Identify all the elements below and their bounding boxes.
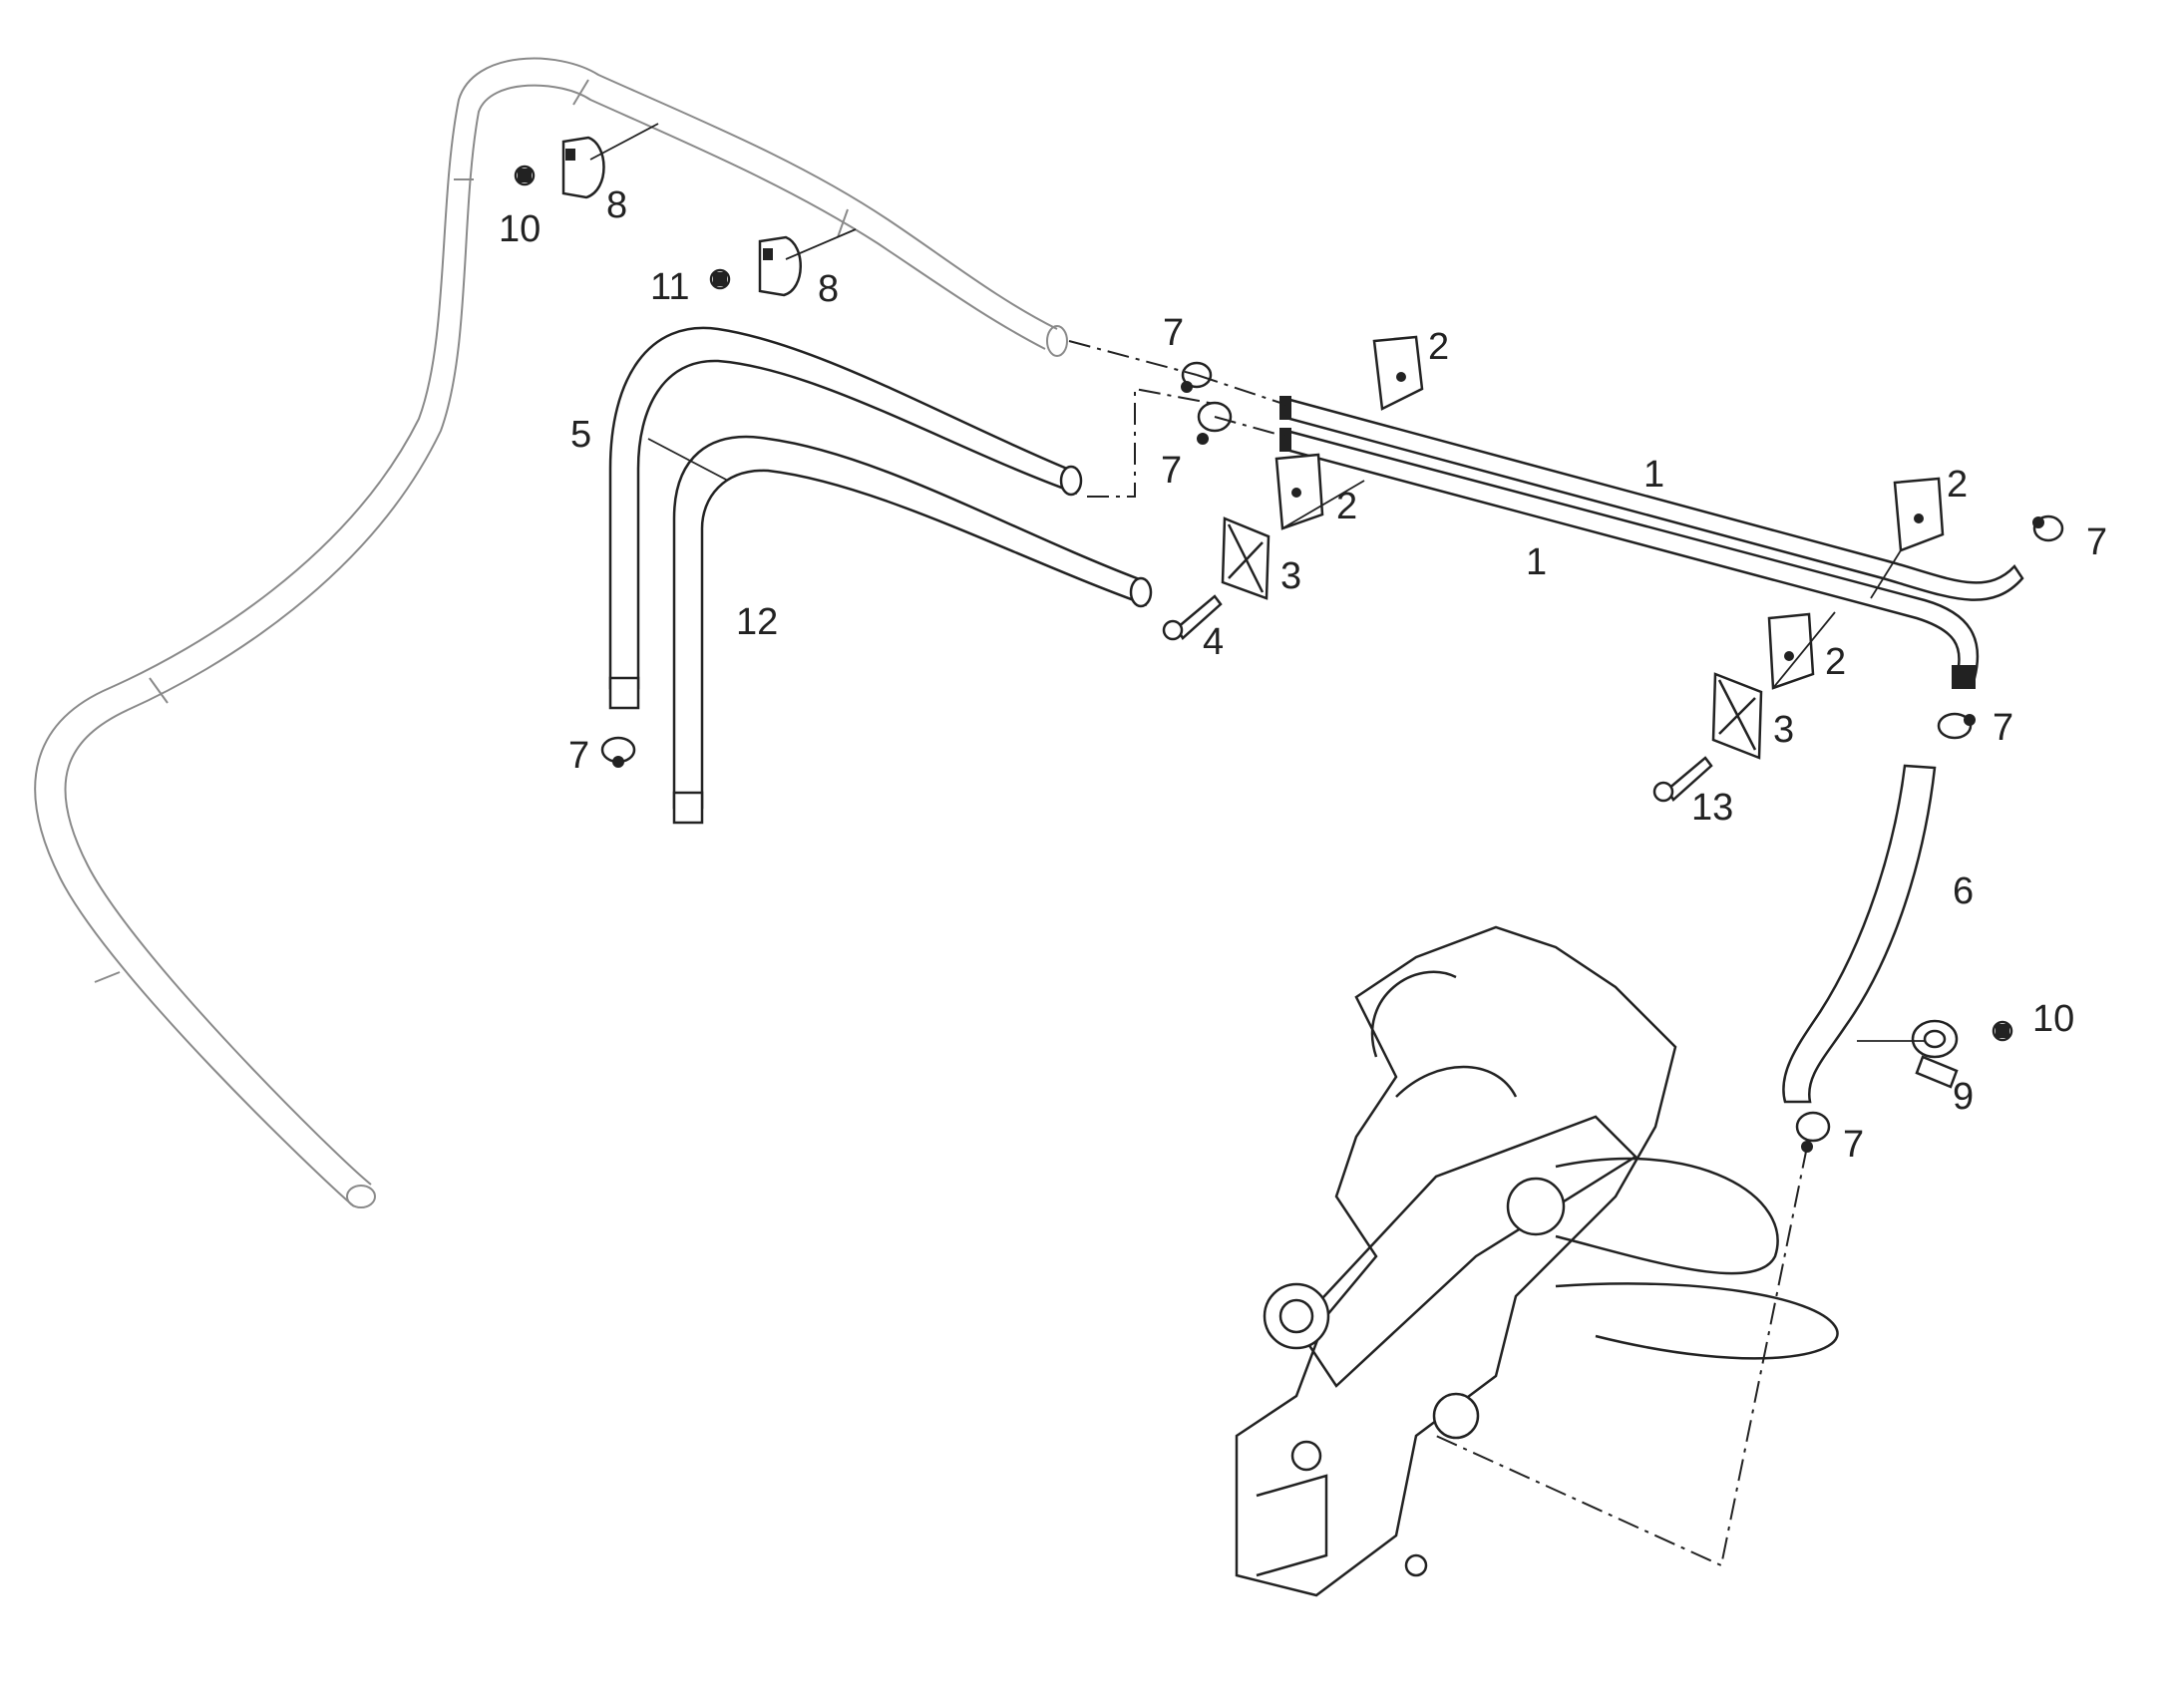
callout-7-c: 7	[568, 735, 589, 777]
callout-2-b: 2	[1336, 486, 1357, 527]
tube-1-upper	[1279, 396, 2024, 601]
screw-11	[709, 268, 731, 290]
pad-3-b	[1711, 672, 1763, 760]
callout-2-a: 2	[1428, 326, 1449, 368]
ghost-hose	[34, 57, 1068, 1208]
clamp-7-b	[1197, 401, 1233, 445]
bracket-2-b	[1274, 453, 1324, 530]
bracket-2-c	[1893, 477, 1945, 552]
bolt-4	[1162, 594, 1223, 641]
callout-9: 9	[1953, 1076, 1974, 1118]
bolt-13	[1652, 756, 1713, 803]
callout-2-d: 2	[1825, 641, 1846, 683]
hose-12	[672, 435, 1153, 825]
callout-3-b: 3	[1773, 709, 1794, 751]
bracket-2-d	[1767, 612, 1815, 690]
clip-8-b	[758, 235, 802, 297]
callout-6: 6	[1953, 870, 1974, 912]
callout-1-upper: 1	[1643, 454, 1664, 496]
hose-5	[608, 326, 1083, 710]
callout-4: 4	[1203, 621, 1224, 663]
callout-3-a: 3	[1280, 555, 1301, 597]
callout-1-lower: 1	[1526, 541, 1547, 583]
screw-10-a	[514, 165, 536, 186]
leader-lines	[589, 123, 1925, 1042]
clamp-7-f	[1795, 1111, 1831, 1153]
callout-7-e: 7	[1993, 707, 2013, 749]
callout-8-a: 8	[606, 184, 627, 226]
callout-7-b: 7	[1161, 450, 1182, 492]
screw-10-b	[1992, 1020, 2013, 1042]
clamp-7-e	[1937, 712, 1976, 740]
callout-7-f: 7	[1843, 1124, 1864, 1166]
callout-10-a: 10	[499, 208, 541, 250]
callouts: 1 1 2 2 2 2 3 3 4 5 6 7 7 7 7 7 7 8 8 9 …	[499, 184, 2107, 1166]
clip-8-a	[561, 136, 605, 199]
callout-2-c: 2	[1947, 464, 1968, 506]
engine-assembly	[1235, 925, 1839, 1597]
callout-5: 5	[570, 414, 591, 456]
pad-3-a	[1221, 516, 1271, 600]
callout-7-d: 7	[2086, 521, 2107, 563]
tube-1-lower	[1279, 428, 1980, 689]
clamp-7-d	[2032, 514, 2064, 542]
callout-13: 13	[1691, 787, 1733, 829]
bracket-2-a	[1372, 335, 1424, 411]
hose-6	[1782, 764, 1937, 1104]
callout-10-b: 10	[2032, 998, 2074, 1040]
clamp-7-c	[600, 736, 636, 768]
callout-7-a: 7	[1163, 312, 1184, 354]
callout-11: 11	[650, 266, 689, 308]
connection-lines	[1068, 340, 1808, 1567]
clip-9	[1911, 1019, 1959, 1089]
callout-8-b: 8	[818, 268, 839, 310]
callout-12: 12	[736, 601, 778, 643]
